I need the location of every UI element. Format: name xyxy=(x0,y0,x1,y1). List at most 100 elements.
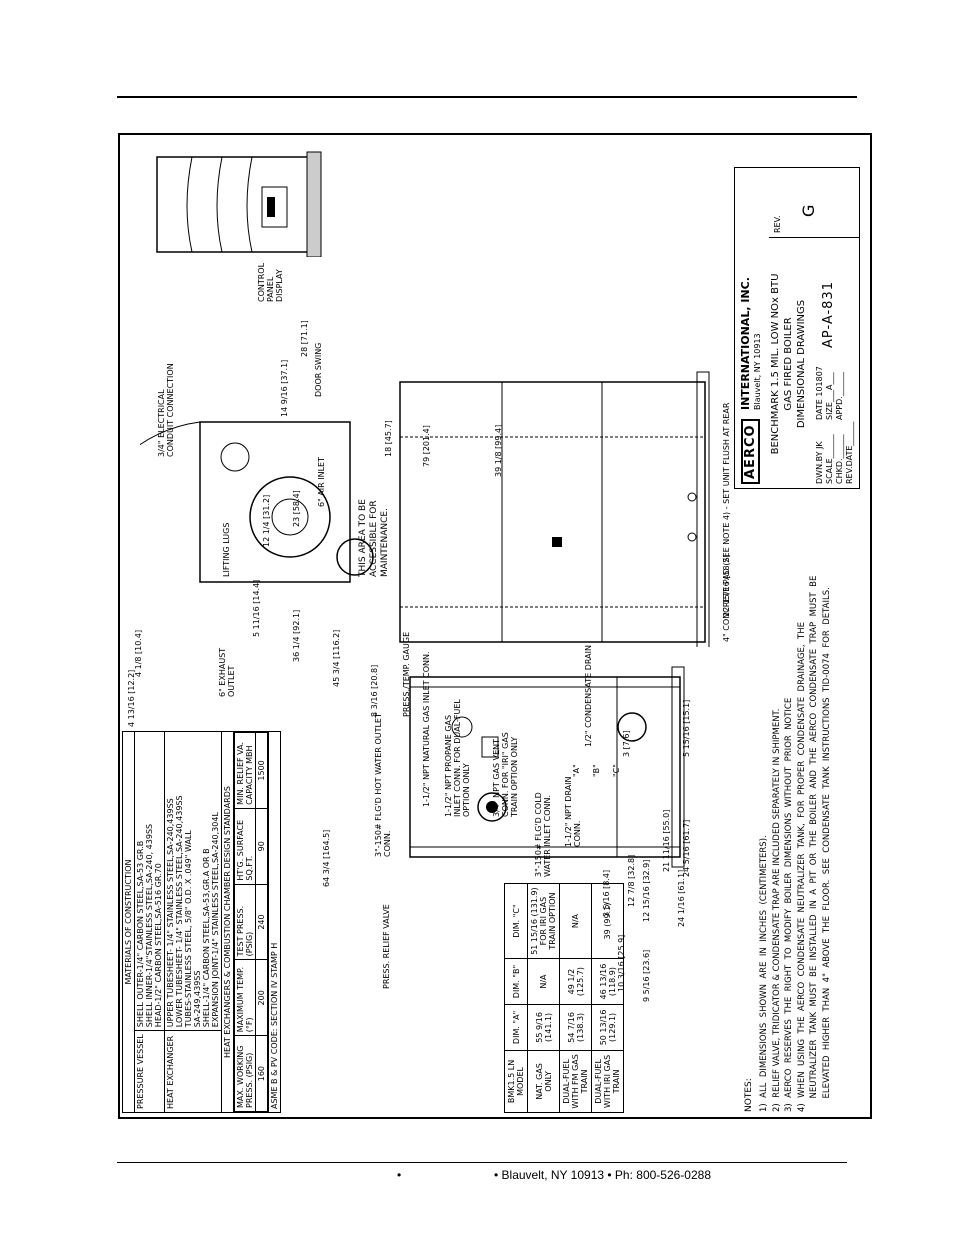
table-row: DUAL-FUEL WITH IRI GAS TRAIN 50 13/16 (1… xyxy=(591,883,624,1113)
drawing-number: AP-A-831 xyxy=(821,281,836,348)
dim-cell: N/A xyxy=(559,883,592,959)
sheet-size: SIZE___A___ xyxy=(825,372,834,420)
electrical-label: 3/4" ELECTRICAL CONDUIT CONNECTION xyxy=(157,363,175,457)
control-panel-view xyxy=(156,151,322,257)
cold-water-label: 3"-150# FLG'D COLD WATER INLET CONN. xyxy=(534,792,552,877)
vent-label: 3/4" NPT GAS VENT CONN. FOR "IRI" GAS TR… xyxy=(492,732,519,817)
asme-code: ASME B & PV CODE: SECTION IV STAMP H xyxy=(268,731,281,1113)
standards-table: MAX. WORKING PRESS. (PSIG) MAXIMUM TEMP.… xyxy=(234,732,268,1112)
approved-by: APPD.______ xyxy=(835,372,844,420)
footer-rule xyxy=(117,1162,847,1163)
std-col-temp: MAXIMUM TEMP. (°F) xyxy=(234,959,256,1036)
dim-label: 45 3/4 [116.2] xyxy=(332,629,341,687)
dim-label: 9 5/16 [23.6] xyxy=(642,949,651,1002)
dim-label: 79 [201.4] xyxy=(422,425,431,467)
dim-cell: DUAL-FUEL WITH FM GAS TRAIN xyxy=(559,1050,592,1113)
dim-cell: 55 9/16 (141.1) xyxy=(527,1004,560,1051)
dim-cell: DUAL-FUEL WITH IRI GAS TRAIN xyxy=(591,1050,624,1113)
nat-gas-label: 1-1/2" NPT NATURAL GAS INLET CONN. xyxy=(422,651,431,807)
title-block: AERCO INTERNATIONAL, INC. Blauvelt, NY 1… xyxy=(734,167,860,489)
dim-cell: N/A xyxy=(527,958,560,1005)
note-4: 4) WHEN USING THE AERCO CONDENSATE NEUTR… xyxy=(796,622,807,1112)
hx-line-6: EXPANSION JOINT-1/4" STAINLESS STEEL,SA-… xyxy=(211,812,220,1028)
header-rule xyxy=(117,96,857,98)
rev-value: G xyxy=(799,204,818,217)
dim-cell: 54 7/16 (138.3) xyxy=(559,1004,592,1051)
pv-line-2: SHELL INNER-1/4"STAINLESS STEEL,SA-240, … xyxy=(145,823,154,1028)
dim-label: 24 1/16 [61.1] xyxy=(677,869,686,927)
dim-label: 23 [58.4] xyxy=(292,490,301,527)
hx-line-5: SHELL-1/4" CARBON STEEL,SA-53,GR.A OR B xyxy=(202,848,211,1028)
materials-heading: MATERIALS OF CONSTRUCTION xyxy=(122,731,135,1113)
dim-label: 8 3/16 [20.8] xyxy=(370,664,379,717)
std-val-temp: 200 xyxy=(255,959,268,1036)
rev-date: REV.DATE______ xyxy=(845,421,854,484)
maintenance-label: THIS AREA TO BE ACCESSIBLE FOR MAINTENAN… xyxy=(358,499,390,577)
hx-line-2: LOWER TUBESHEET- 1/4" STAINLESS STEEL,SA… xyxy=(175,795,184,1028)
front-view-drawing xyxy=(409,666,685,868)
dim-label: 5 11/16 [14.4] xyxy=(252,579,261,637)
drawing-description: BENCHMARK 1.5 MIL. LOW NOx BTU GAS FIRED… xyxy=(769,244,808,484)
dim-label: 5 15/16 [15.1] xyxy=(682,699,691,757)
checked-by: CHKD.______ xyxy=(835,434,844,484)
dim-label: 24 5/16 [61.7] xyxy=(682,819,691,877)
drawn-by: DWN.BY JK xyxy=(815,441,824,484)
std-col-relief: MIN. RELIEF VA. CAPACITY MBH xyxy=(234,732,256,809)
drawing-date: DATE 101807 xyxy=(815,366,824,420)
dim-label: 21 11/16 [55.0] xyxy=(662,809,671,872)
std-val-test: 240 xyxy=(255,884,268,960)
hx-line-1: UPPER TUBESHEET- 1/4" STAINLESS STEEL,SA… xyxy=(166,798,175,1028)
pv-line-1: SHELL OUTER-1/4" CARBON STEEL,SA-53 GR.B xyxy=(136,840,145,1028)
dim-label: 12 7/8 [32.8] xyxy=(627,854,636,907)
std-val-press: 160 xyxy=(255,1035,268,1112)
press-gauge-label: PRESS./TEMP. GAUGE xyxy=(402,631,411,717)
notes-heading: NOTES: xyxy=(744,1078,754,1112)
side-view-drawing xyxy=(399,371,710,647)
table-row: DUAL-FUEL WITH FM GAS TRAIN 54 7/16 (138… xyxy=(559,883,592,1113)
dim-label: 28 [71.1] xyxy=(300,320,309,357)
dim-header-a: DIM. "A" xyxy=(504,1004,528,1051)
desc-line-1: BENCHMARK 1.5 MIL. LOW NOx BTU xyxy=(770,273,781,455)
standards-heading: HEAT EXCHANGERS & COMBUSTION CHAMBER DES… xyxy=(221,731,234,1113)
dim-cell: 50 13/16 (129.1) xyxy=(591,1004,624,1051)
hot-water-label: 3"-150# FLG'D HOT WATER OUTLET CONN. xyxy=(374,713,392,857)
dim-label: 18 [45.7] xyxy=(384,420,393,457)
materials-table: MATERIALS OF CONSTRUCTION PRESSURE VESSE… xyxy=(122,731,281,1113)
dim-cell: 51 15/16 (131.9) FOR IRI GAS TRAIN OPTIO… xyxy=(527,883,560,959)
rotated-drawing-sheet: NOTES: 1) ALL DIMENSIONS SHOWN ARE IN IN… xyxy=(122,135,872,1117)
dim-label: 64 3/4 [164.5] xyxy=(322,829,331,887)
air-inlet-label: 6" AIR INLET xyxy=(317,457,326,507)
dim-label: 3 [7.6] xyxy=(622,730,631,757)
std-col-surface: HT'G. SURFACE SQ.FT. xyxy=(234,808,256,885)
aerco-logo: AERCO xyxy=(741,419,760,484)
dim-label: 10 3/16 [25.9] xyxy=(617,934,626,992)
dim-label: 22 15/16 [58.2] xyxy=(722,554,731,617)
company-city: Blauvelt, NY 10913 xyxy=(753,333,762,410)
dim-label: 3 5/16 [8.4] xyxy=(602,869,611,917)
hx-line-4: SA-249,439SS xyxy=(193,970,202,1028)
hx-line-3: TUBES-STAINLESS STEEL, 5/8" O.D. X .049"… xyxy=(184,830,193,1028)
scale: SCALE______ xyxy=(825,434,834,484)
note-3: 3) AERCO RESERVES THE RIGHT TO MODIFY BO… xyxy=(784,697,795,1112)
note-4c: ELEVATED HIGHER THAN 4" ABOVE THE FLOOR.… xyxy=(821,587,832,1112)
table-row: NAT. GAS ONLY 55 9/16 (141.1) N/A 51 15/… xyxy=(527,883,560,1113)
dim-cell: 49 1/2 (125.7) xyxy=(559,958,592,1005)
pv-line-3: HEAD-1/2" CARBON STEEL,SA-516 GR.70 xyxy=(154,863,163,1028)
desc-line-3: DIMENSIONAL DRAWINGS xyxy=(796,299,807,429)
dim-label: 12 15/16 [32.9] xyxy=(642,859,651,922)
note-1: 1) ALL DIMENSIONS SHOWN ARE IN INCHES (C… xyxy=(759,835,769,1112)
dim-header-b: DIM. "B" xyxy=(504,958,528,1005)
note-4b: NEUTRALIZER TANK MUST BE INSTALLED IN A … xyxy=(809,575,820,1112)
drawing-frame: NOTES: 1) ALL DIMENSIONS SHOWN ARE IN IN… xyxy=(118,133,872,1119)
door-swing-label: DOOR SWING xyxy=(314,342,323,397)
std-val-surface: 90 xyxy=(255,808,268,885)
dim-label: "A" xyxy=(572,764,581,777)
dim-label: 36 1/4 [92.1] xyxy=(292,609,301,662)
rev-label: REV. xyxy=(773,215,782,233)
dim-cell: NAT. GAS ONLY xyxy=(527,1050,560,1113)
note-2: 2) RELIEF VALVE, TRIDICATOR & CONDENSATE… xyxy=(771,708,782,1112)
desc-line-2: GAS FIRED BOILER xyxy=(783,317,794,411)
hx-label: HEAT EXCHANGER xyxy=(164,1030,222,1113)
dimension-table: BMK1.5 LN MODEL DIM. "A" DIM. "B" DIM. "… xyxy=(504,883,624,1113)
dim-header-model: BMK1.5 LN MODEL xyxy=(504,1050,528,1113)
